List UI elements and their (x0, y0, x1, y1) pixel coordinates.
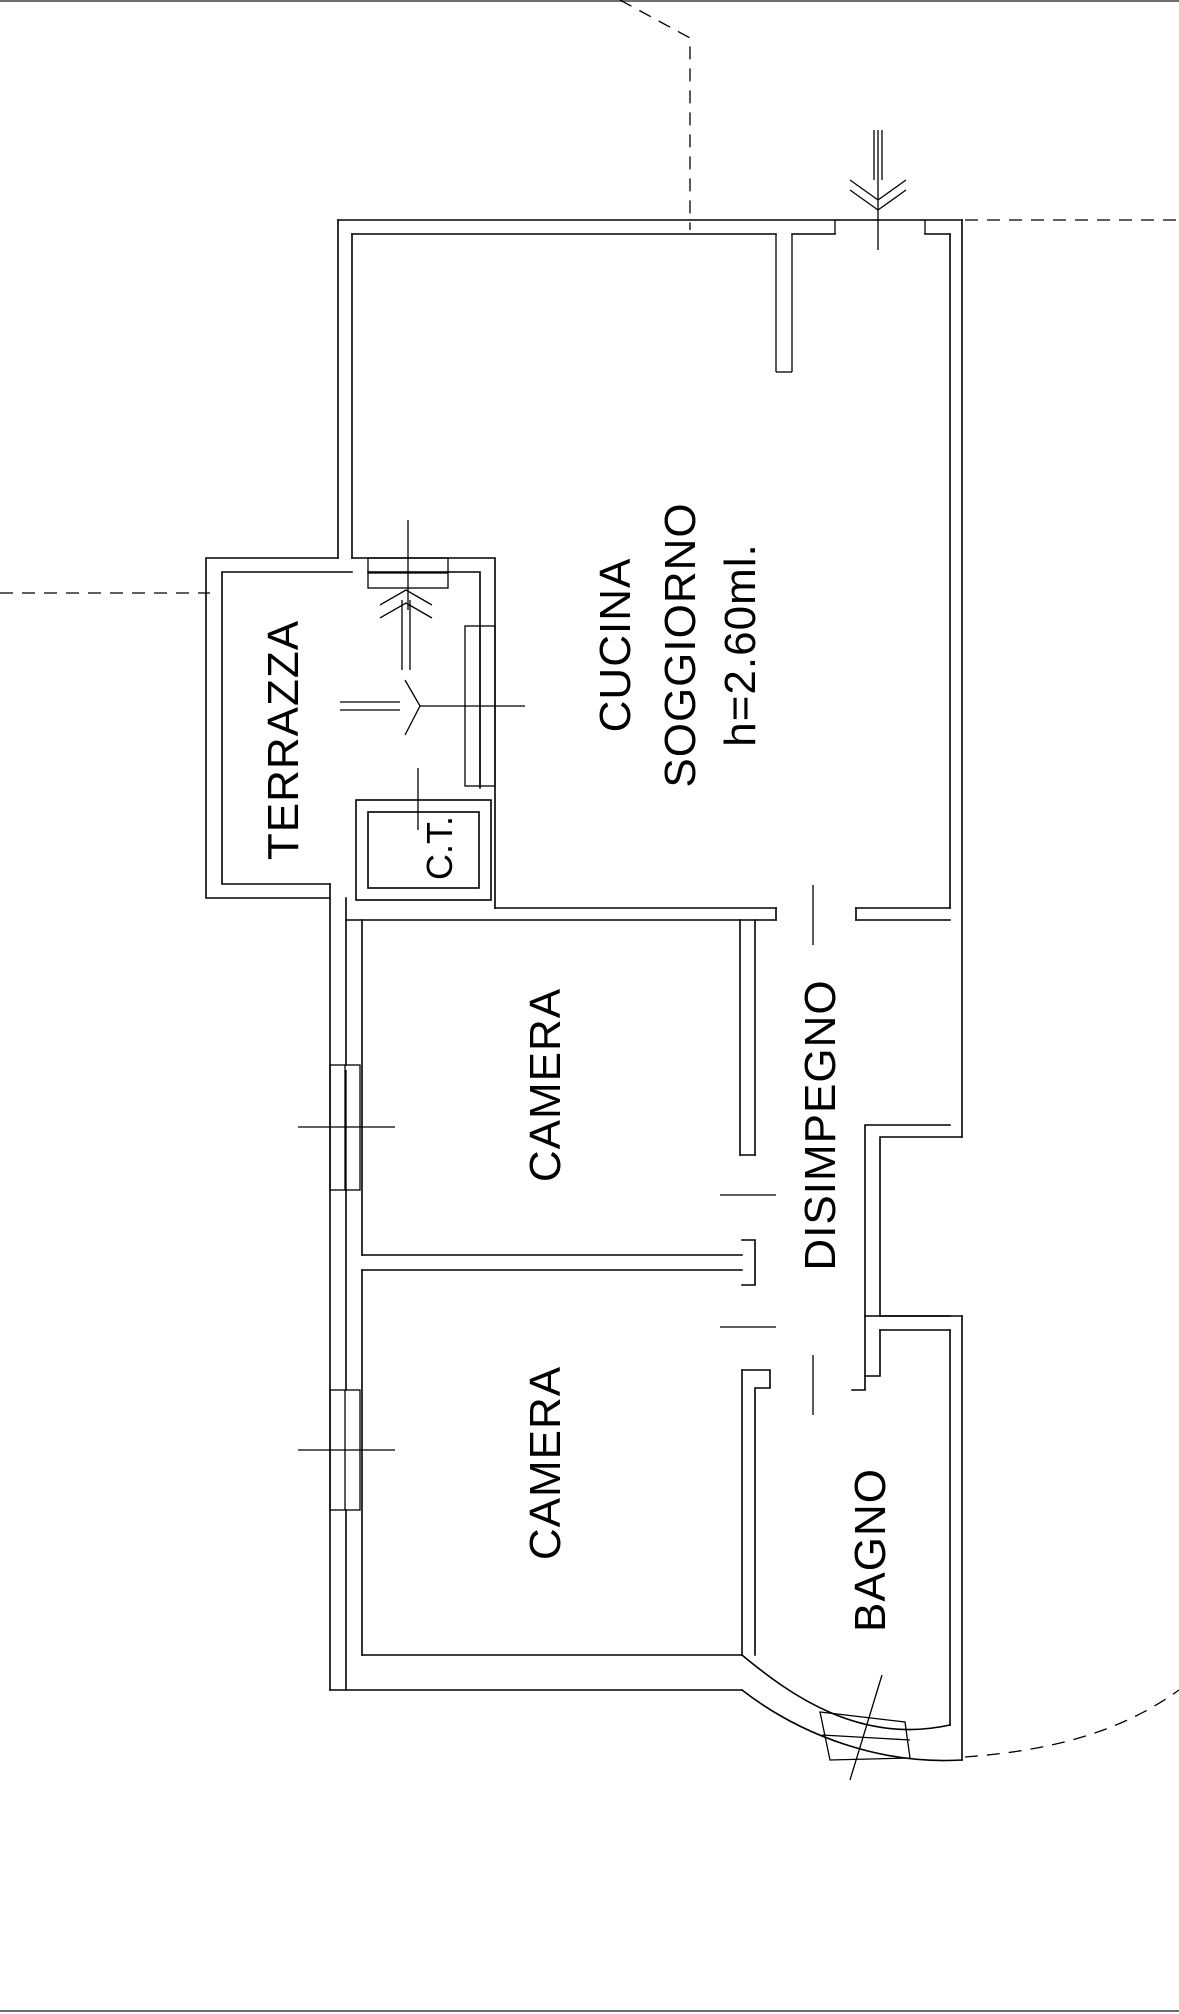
label-height: h=2.60ml. (716, 543, 765, 746)
entrance (775, 130, 926, 373)
room-labels: CUCINA SOGGIORNO h=2.60ml. TERRAZZA C.T.… (259, 502, 895, 1632)
label-camera-bottom: CAMERA (521, 1366, 570, 1560)
label-ct: C.T. (419, 816, 460, 880)
label-bagno: BAGNO (846, 1468, 895, 1632)
interior-walls (345, 557, 963, 1656)
windows (298, 520, 911, 1781)
outer-walls (205, 219, 963, 1762)
label-terrazza: TERRAZZA (259, 620, 308, 860)
label-cucina: CUCINA (591, 558, 640, 733)
label-soggiorno: SOGGIORNO (656, 502, 705, 787)
label-disimpegno: DISIMPEGNO (796, 979, 845, 1270)
property-boundary (0, 0, 1179, 1758)
door-markers (720, 885, 814, 1415)
label-camera-top: CAMERA (521, 988, 570, 1182)
